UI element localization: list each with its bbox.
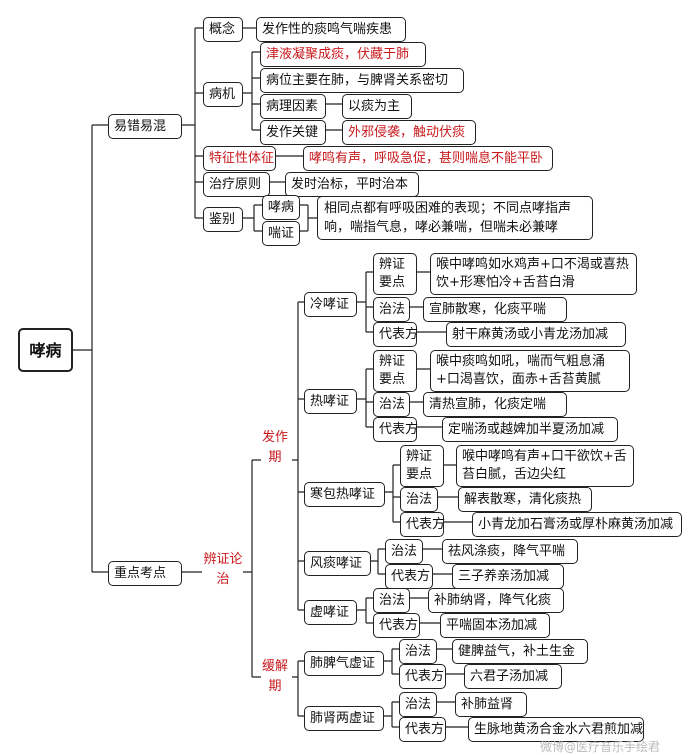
node-lengxiao-yd-text: 喉中哮鸣如水鸡声+口不渴或喜热饮+形寒怕冷+舌苔白滑: [430, 253, 637, 295]
node-hanbaore-zf-text: 解表散寒，清化痰热: [458, 487, 592, 512]
node-feishen: 肺肾两虚证: [304, 706, 384, 731]
node-feipi: 肺脾气虚证: [304, 651, 384, 676]
node-jianbie: 鉴别: [203, 207, 243, 232]
node-feipi-fang-text: 六君子汤加减: [464, 664, 562, 689]
node-fengtan-fang: 代表方: [385, 564, 433, 589]
node-fengtan-zf: 治法: [385, 539, 423, 564]
node-rexiao: 热哮证: [304, 389, 357, 414]
node-feipi-fang: 代表方: [399, 664, 446, 689]
node-tezheng-text: 哮鸣有声，呼吸急促，甚则喘息不能平卧: [303, 146, 553, 171]
node-fazuo-guanjian: 发作关键: [260, 120, 326, 145]
node-xuxiao: 虚哮证: [304, 600, 357, 625]
node-bingji-item2: 病位主要在肺，与脾肾关系密切: [260, 68, 464, 93]
node-fazuo-guanjian-text: 外邪侵袭，触动伏痰: [342, 120, 476, 145]
node-rexiao-yd: 辨证要点: [373, 350, 417, 392]
node-feishen-fang-text: 生脉地黄汤合金水六君煎加减: [468, 717, 644, 742]
node-rexiao-fang-text: 定喘汤或越婢加半夏汤加减: [442, 417, 618, 442]
node-fengtan-fang-text: 三子养亲汤加减: [452, 564, 564, 589]
node-xuxiao-zf: 治法: [373, 588, 410, 613]
node-lengxiao-zf-text: 宣肺散寒，化痰平喘: [423, 297, 567, 322]
node-rexiao-yd-text: 喉中痰鸣如吼，喘而气粗息涌+口渴喜饮，面赤+舌苔黄腻: [430, 350, 630, 392]
node-bingji: 病机: [203, 82, 243, 107]
node-hanbaore-yd-text: 喉中哮鸣有声+口干欲饮+舌苔白腻，舌边尖红: [456, 445, 634, 487]
branch-zhongdian: 重点考点: [108, 561, 182, 586]
node-hanbaore: 寒包热哮证: [304, 482, 385, 507]
node-fengtan: 风痰哮证: [304, 551, 371, 576]
node-hanbaore-fang: 代表方: [400, 512, 445, 537]
node-xuxiao-fang-text: 平喘固本汤加减: [440, 613, 550, 638]
node-feipi-zf: 治法: [399, 639, 437, 664]
node-lengxiao: 冷哮证: [304, 292, 357, 317]
root-node: 哮病: [18, 328, 73, 372]
watermark: 微博@医疗音乐手绘君: [540, 740, 661, 754]
node-feipi-zf-text: 健脾益气，补土生金: [452, 639, 588, 664]
node-fazuoqi: 发作期: [262, 430, 289, 465]
node-fengtan-zf-text: 祛风涤痰，降气平喘: [442, 539, 578, 564]
node-xuxiao-fang: 代表方: [373, 613, 420, 638]
node-lengxiao-fang-text: 射干麻黄汤或小青龙汤加减: [446, 322, 626, 347]
node-bianzheng-lunzhi: 辨证论治: [203, 552, 243, 587]
node-xuxiao-zf-text: 补肺纳肾，降气化痰: [428, 588, 564, 613]
node-feishen-zf-text: 补肺益肾: [455, 692, 527, 717]
node-rexiao-zf: 治法: [373, 392, 410, 417]
node-feishen-fang: 代表方: [399, 717, 446, 742]
node-rexiao-fang: 代表方: [373, 417, 418, 442]
node-zhiliao: 治疗原则: [203, 172, 270, 197]
node-lengxiao-fang: 代表方: [373, 322, 418, 347]
node-jianbie-xiao: 哮病: [262, 195, 300, 220]
node-rexiao-zf-text: 清热宣肺，化痰定喘: [423, 392, 567, 417]
node-jianbie-chuan: 喘证: [262, 221, 300, 246]
node-jianbie-text: 相同点都有呼吸困难的表现；不同点哮指声响，喘指气息，哮必兼喘，但喘未必兼哮: [317, 196, 593, 240]
node-lengxiao-yd: 辨证要点: [373, 253, 417, 295]
node-hanbaore-fang-text: 小青龙加石膏汤或厚朴麻黄汤加减: [472, 512, 682, 537]
node-tezheng: 特征性体征: [203, 146, 276, 171]
node-bingji-item1: 津液凝聚成痰，伏藏于肺: [260, 42, 426, 67]
node-lengxiao-zf: 治法: [373, 297, 410, 322]
node-hanbaore-yd: 辨证要点: [400, 445, 444, 487]
branch-yicuo: 易错易混: [108, 114, 182, 139]
node-feishen-zf: 治法: [399, 692, 437, 717]
node-gainian: 概念: [203, 17, 243, 42]
node-hanbaore-zf: 治法: [400, 487, 438, 512]
node-huanjieqi: 缓解期: [262, 659, 289, 694]
node-zhiliao-text: 发时治标，平时治本: [285, 172, 419, 197]
node-bingli-yinsu-text: 以痰为主: [342, 94, 412, 119]
node-gainian-text: 发作性的痰鸣气喘疾患: [256, 17, 406, 42]
node-bingli-yinsu: 病理因素: [260, 94, 326, 119]
